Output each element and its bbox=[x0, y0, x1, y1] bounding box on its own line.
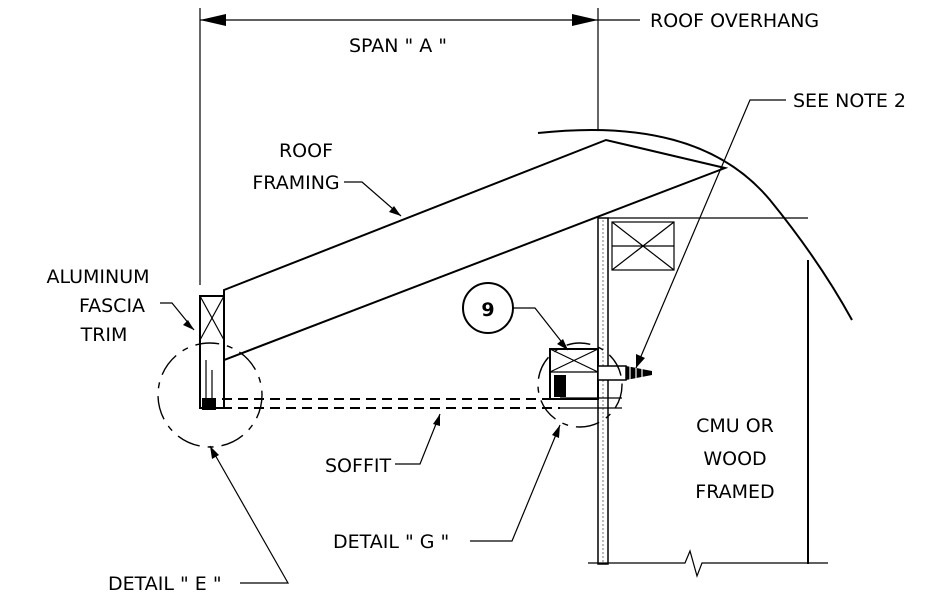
roof-framing-callout: ROOF FRAMING bbox=[252, 140, 402, 217]
detail-e-callout: DETAIL " E " bbox=[108, 445, 290, 595]
see-note-leader: SEE NOTE 2 bbox=[635, 90, 906, 369]
wall-label-line3: FRAMED bbox=[695, 481, 774, 503]
wall: CMU OR WOOD FRAMED bbox=[588, 217, 828, 578]
fascia-label-line1: ALUMINUM bbox=[46, 266, 149, 288]
detail-g-circle bbox=[537, 342, 623, 428]
roof-overhang-label: ROOF OVERHANG bbox=[650, 10, 819, 32]
span-dimension: SPAN " A " ROOF OVERHANG bbox=[199, 8, 819, 285]
callout-9: 9 bbox=[462, 282, 569, 351]
fascia-trim bbox=[199, 295, 225, 410]
span-label: SPAN " A " bbox=[349, 35, 447, 57]
detail-e-circle bbox=[157, 342, 263, 448]
wall-label-line2: WOOD bbox=[703, 448, 766, 470]
wall-label-line1: CMU OR bbox=[696, 415, 774, 437]
fascia-label-line2: FASCIA bbox=[79, 295, 145, 317]
roof-framing-label-line1: ROOF bbox=[279, 140, 333, 162]
detail-e-label: DETAIL " E " bbox=[108, 573, 222, 595]
ledger-block bbox=[549, 348, 599, 400]
fascia-callout: ALUMINUM FASCIA TRIM bbox=[46, 266, 195, 346]
roof-profile-curve bbox=[537, 128, 853, 321]
soffit-callout: SOFFIT bbox=[325, 413, 441, 477]
soffit-label: SOFFIT bbox=[325, 455, 391, 477]
roof-framing-label-line2: FRAMING bbox=[252, 172, 339, 194]
screw bbox=[597, 365, 652, 381]
detail-g-label: DETAIL " G " bbox=[333, 531, 449, 553]
fascia-label-line3: TRIM bbox=[80, 324, 128, 346]
callout-number: 9 bbox=[481, 299, 494, 321]
see-note-label: SEE NOTE 2 bbox=[793, 90, 906, 112]
detail-g-callout: DETAIL " G " bbox=[333, 424, 561, 553]
